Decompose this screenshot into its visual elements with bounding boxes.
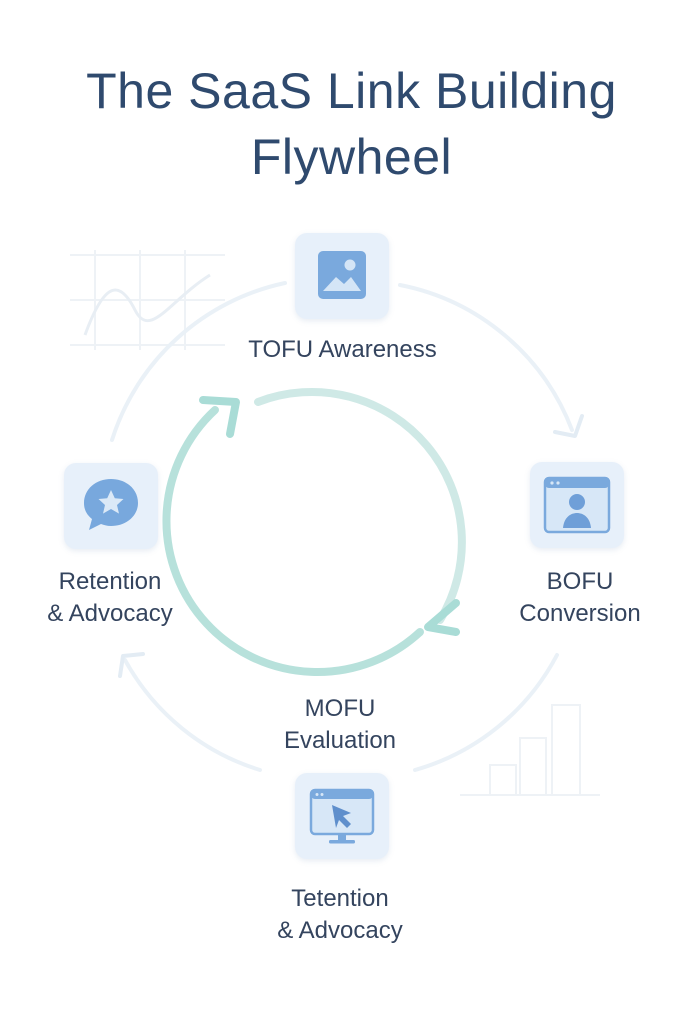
mofu-icon-tile <box>295 773 389 859</box>
tetention-label: Tetention & Advocacy <box>277 885 403 944</box>
bofu-icon-tile <box>530 462 624 548</box>
tofu-icon-tile <box>295 233 389 319</box>
page-title: The SaaS Link Building Flywheel <box>40 58 663 190</box>
bofu-label: BOFU Conversion <box>519 568 641 627</box>
user-profile-icon <box>543 476 611 534</box>
mofu-label: MOFU Evaluation <box>283 695 397 754</box>
background-line-chart-icon <box>70 250 225 350</box>
title-line-1: The SaaS Link Building <box>86 63 617 119</box>
star-chat-icon <box>84 479 138 530</box>
tofu-label: TOFU Awareness <box>248 336 437 363</box>
outer-ring <box>110 281 574 772</box>
outer-ring-arrowheads <box>118 414 584 678</box>
inner-ring <box>162 388 466 677</box>
retention-label: Retention & Advocacy <box>47 568 173 627</box>
image-icon <box>318 251 366 299</box>
retention-icon-tile <box>64 463 158 549</box>
monitor-cursor-icon <box>309 788 375 844</box>
background-bar-chart-icon <box>460 704 600 796</box>
title-line-2: Flywheel <box>250 129 453 185</box>
